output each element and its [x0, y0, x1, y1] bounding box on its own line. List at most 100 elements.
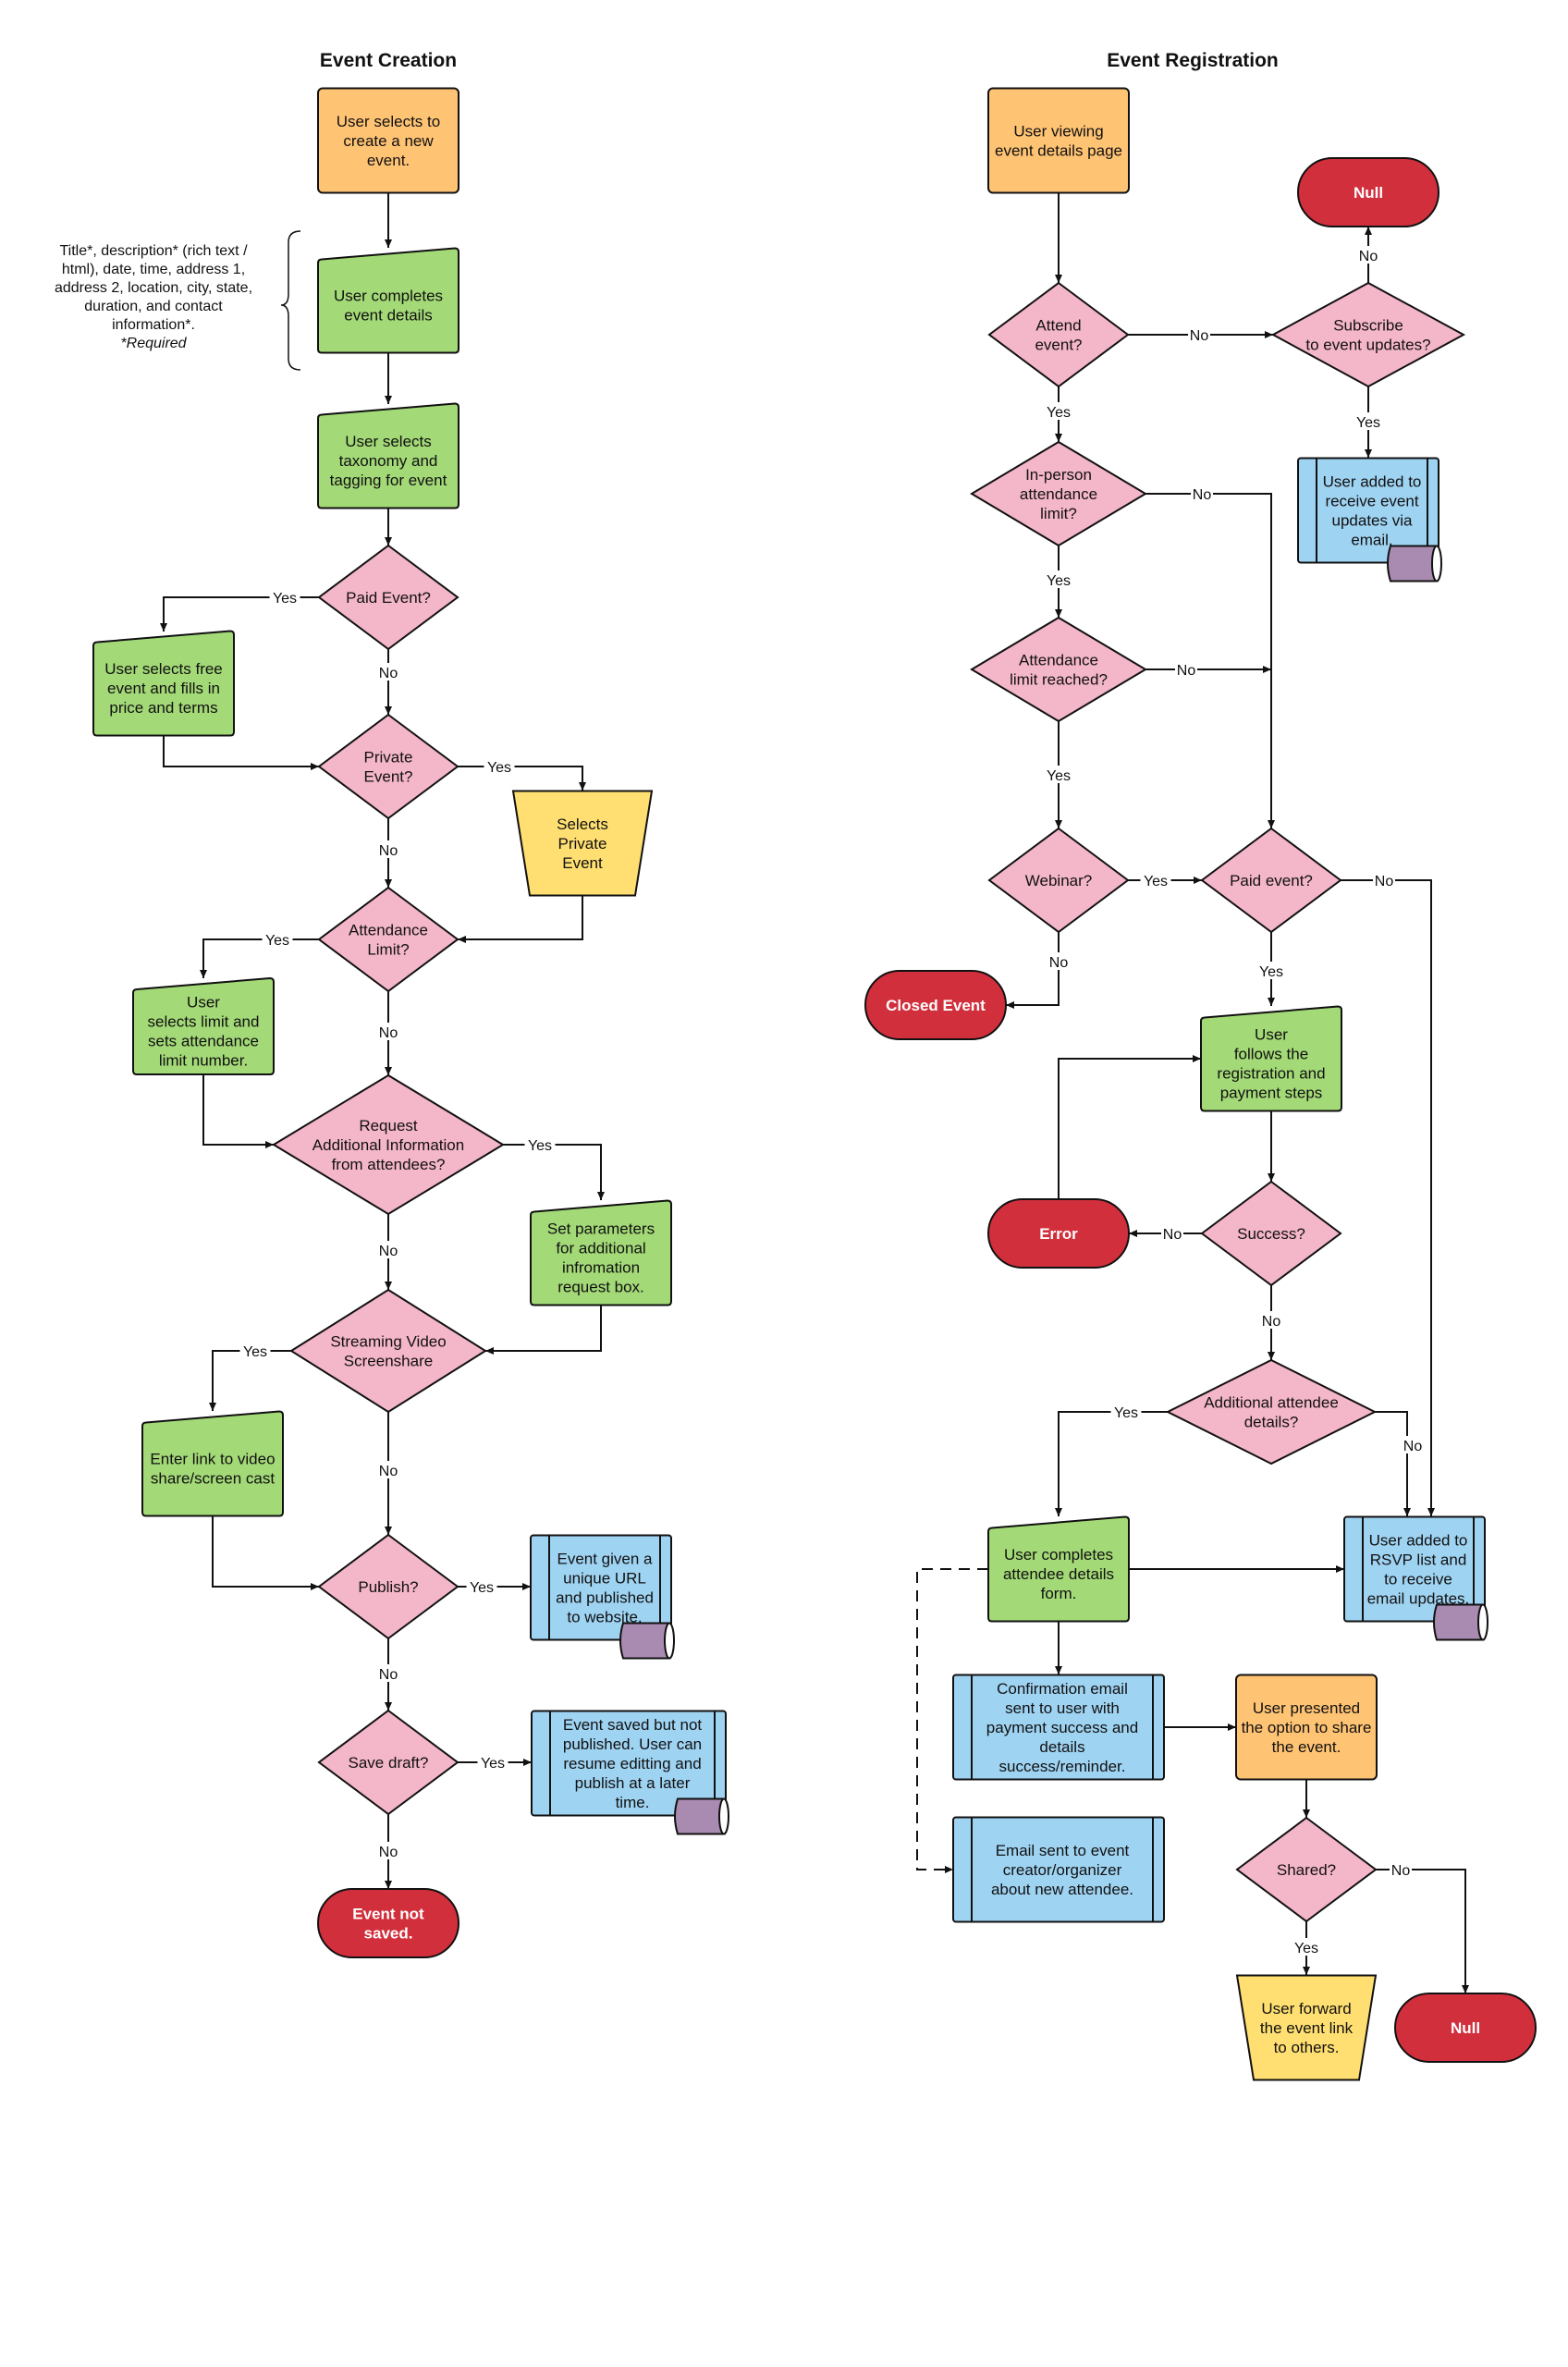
node-label-r-additional-1: Additional attendee: [1204, 1394, 1339, 1412]
edge-label-no: No: [1357, 246, 1379, 264]
node-label-n-params-3: infromation: [562, 1259, 640, 1277]
connector-6: [163, 736, 319, 770]
edge-label-text: Yes: [528, 1138, 552, 1154]
edge-label-text: No: [1375, 874, 1394, 889]
node-label-r-webinar-1: Webinar?: [1025, 872, 1092, 889]
node-label-n-draft-4: publish at a later: [575, 1774, 691, 1792]
node-label-n-published-1: Event given a: [557, 1551, 653, 1568]
node-label-r-presented-1: User presented: [1253, 1699, 1360, 1717]
node-label-r-attend-2: event?: [1035, 337, 1082, 354]
node-label-n-selpriv-1: Selects: [557, 816, 608, 833]
node-r-shared: Shared?: [1235, 1816, 1378, 1923]
note-line-2: html), date, time, address 1,: [62, 262, 245, 277]
node-label-r-inperson-1: In-person: [1025, 466, 1092, 484]
edge-label-yes: Yes: [1110, 1403, 1142, 1421]
node-label-n-selpriv-2: Private: [558, 835, 607, 852]
node-label-r-updates-3: updates via: [1332, 512, 1413, 530]
edge-label-text: Yes: [487, 760, 511, 776]
title-event-registration: Event Registration: [1107, 50, 1279, 71]
node-label-r-emailorg-2: creator/organizer: [1003, 1861, 1122, 1879]
node-label-r-confirm-4: details: [1039, 1738, 1084, 1756]
node-label-n-limit-1: User: [187, 994, 220, 1012]
edge-label-yes: Yes: [484, 757, 515, 776]
node-label-r-subscribe-1: Subscribe: [1333, 317, 1403, 335]
edge-label-no: No: [377, 840, 399, 859]
edge-label-yes: Yes: [524, 1135, 556, 1154]
edge-label-no: No: [1188, 325, 1210, 344]
node-label-n-limit-2: selects limit and: [148, 1013, 260, 1031]
node-label-d-req-3: from attendees?: [332, 1156, 446, 1173]
connector-47: [1376, 1869, 1469, 1993]
edge-label-no: No: [1047, 952, 1070, 971]
node-label-r-error-1: Error: [1039, 1225, 1078, 1243]
edge-label-text: No: [379, 666, 398, 681]
node-label-n-free-2: event and fills in: [107, 680, 220, 697]
node-label-r1-2: event details page: [995, 142, 1122, 160]
node-label-d-att-1: Attendance: [349, 922, 428, 939]
edge-label-text: Yes: [1259, 964, 1283, 980]
node-d-save: Save draft?: [317, 1709, 459, 1816]
node-label-r-attend-1: Attend: [1035, 317, 1081, 335]
node-label-n-published-4: to website.: [567, 1609, 642, 1626]
node-label-r-updates-2: receive event: [1325, 493, 1418, 510]
edge-label-text: Yes: [273, 591, 297, 607]
node-label-n-limit-4: limit number.: [159, 1052, 248, 1070]
edge-label-text: No: [1049, 955, 1069, 971]
edge-label-yes: Yes: [1043, 570, 1074, 589]
note-line-3: address 2, location, city, state,: [55, 280, 252, 296]
node-label-r-completes-3: form.: [1041, 1585, 1077, 1602]
edge-labels-layer: YesNoYesNoYesNoYesNoYesNoYesNoYesNoNoNoY…: [239, 246, 1424, 1956]
node-label-r-rsvp-1: User added to: [1369, 1532, 1468, 1550]
edge-label-text: No: [1163, 1227, 1182, 1243]
edge-label-no: No: [377, 1461, 399, 1479]
node-label-r-shared-1: Shared?: [1277, 1861, 1336, 1879]
node-r-null1: Null: [1297, 157, 1439, 227]
node-label-n-limit-3: sets attendance: [148, 1033, 259, 1050]
edge-label-text: No: [379, 1025, 398, 1041]
node-label-n3-3: tagging for event: [330, 472, 447, 489]
edge-label-text: Yes: [470, 1580, 494, 1596]
connector-45: [916, 1568, 988, 1873]
edge-label-text: No: [379, 1244, 398, 1259]
node-label-r-reached-2: limit reached?: [1010, 671, 1108, 689]
edge-label-text: Yes: [481, 1756, 505, 1772]
edge-label-text: No: [1391, 1863, 1411, 1879]
edge-label-yes: Yes: [1256, 962, 1287, 980]
edge-label-yes: Yes: [477, 1753, 508, 1772]
edge-label-no: No: [1402, 1436, 1424, 1454]
node-label-n-notsaved-2: saved.: [364, 1925, 413, 1943]
node-label-r-null2-1: Null: [1451, 2019, 1480, 2037]
connector-12: [202, 1074, 274, 1148]
edge-label-yes: Yes: [269, 588, 300, 607]
connector-38: [1058, 1055, 1201, 1199]
node-label-r-paid-1: Paid event?: [1230, 872, 1313, 889]
edge-label-text: No: [1193, 487, 1212, 503]
scroll-icon: [1387, 545, 1442, 583]
edge-label-text: No: [379, 1464, 398, 1479]
node-label-r-completes-2: attendee details: [1003, 1565, 1114, 1583]
connector-7: [458, 766, 586, 791]
node-r-closed: Closed Event: [864, 970, 1007, 1040]
node-label-r-completes-1: User completes: [1004, 1546, 1113, 1564]
edge-label-yes: Yes: [1291, 1938, 1322, 1956]
node-r-paid: Paid event?: [1200, 827, 1342, 934]
node-label-d-private-1: Private: [364, 749, 413, 767]
node-label-n-draft-1: Event saved but not: [563, 1716, 703, 1734]
edge-label-text: No: [1262, 1314, 1281, 1330]
node-label-n3-1: User selects: [345, 433, 432, 450]
node-r-attend: Attend event?: [987, 281, 1130, 388]
